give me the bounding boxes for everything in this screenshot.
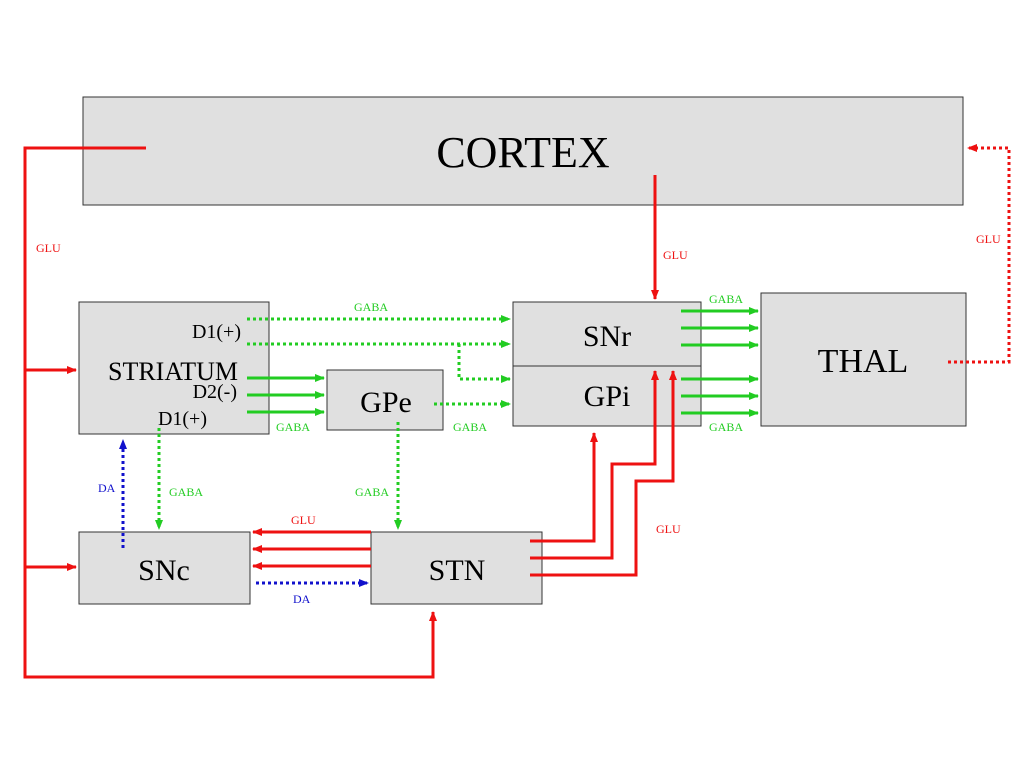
- thal-box: [760, 292, 967, 427]
- gpe-gpi-gaba-label: GABA: [453, 420, 487, 434]
- thal-cortex-glu-label: GLU: [976, 232, 1001, 246]
- cortex-label: CORTEX: [436, 128, 609, 177]
- snc-box: [78, 531, 251, 605]
- gpe-box: [326, 369, 444, 431]
- striatum-gpe-gaba-label: GABA: [276, 420, 310, 434]
- stn-to-gpi-arrow-1: [530, 432, 598, 543]
- thal-label: THAL: [818, 343, 909, 380]
- snc-striatum-da-label: DA: [98, 481, 116, 495]
- snr-box: [512, 301, 702, 367]
- striatum-to-gpi-arrow: [457, 344, 511, 383]
- snc-stn-da-label: DA: [293, 592, 311, 606]
- stn-snc-glu-label: GLU: [291, 513, 316, 527]
- striatum-label: STRIATUM: [108, 357, 238, 386]
- striatum-d2-label: D2(-): [193, 381, 237, 403]
- striatum-snr-gaba-label: GABA: [354, 300, 388, 314]
- gpe-stn-gaba-label: GABA: [355, 485, 389, 499]
- striatum-snc-gaba-label: GABA: [169, 485, 203, 499]
- stn-to-gpi-arrow-2: [530, 370, 659, 560]
- gpi-thal-gaba-label: GABA: [709, 420, 743, 434]
- cortex-snr-glu-label: GLU: [663, 248, 688, 262]
- striatum-d1-top-label: D1(+): [192, 321, 241, 343]
- gpi-label: GPi: [584, 380, 631, 413]
- stn-box: [370, 531, 543, 605]
- stn-to-gpi-arrow-3: [530, 370, 677, 577]
- stn-label: STN: [429, 554, 486, 587]
- stn-gpi-glu-label: GLU: [656, 522, 681, 536]
- thal-to-cortex-arrow: [948, 144, 1011, 364]
- snr-label: SNr: [583, 320, 631, 353]
- gpe-label: GPe: [360, 386, 412, 419]
- snc-label: SNc: [138, 554, 190, 587]
- striatum-box: [78, 301, 270, 435]
- cortex-outer-glu-line: [23, 146, 437, 679]
- snr-thal-gaba-label: GABA: [709, 292, 743, 306]
- cortex-box: [82, 96, 964, 206]
- cortex-left-glu-label: GLU: [36, 241, 61, 255]
- striatum-d1-bottom-label: D1(+): [158, 408, 207, 430]
